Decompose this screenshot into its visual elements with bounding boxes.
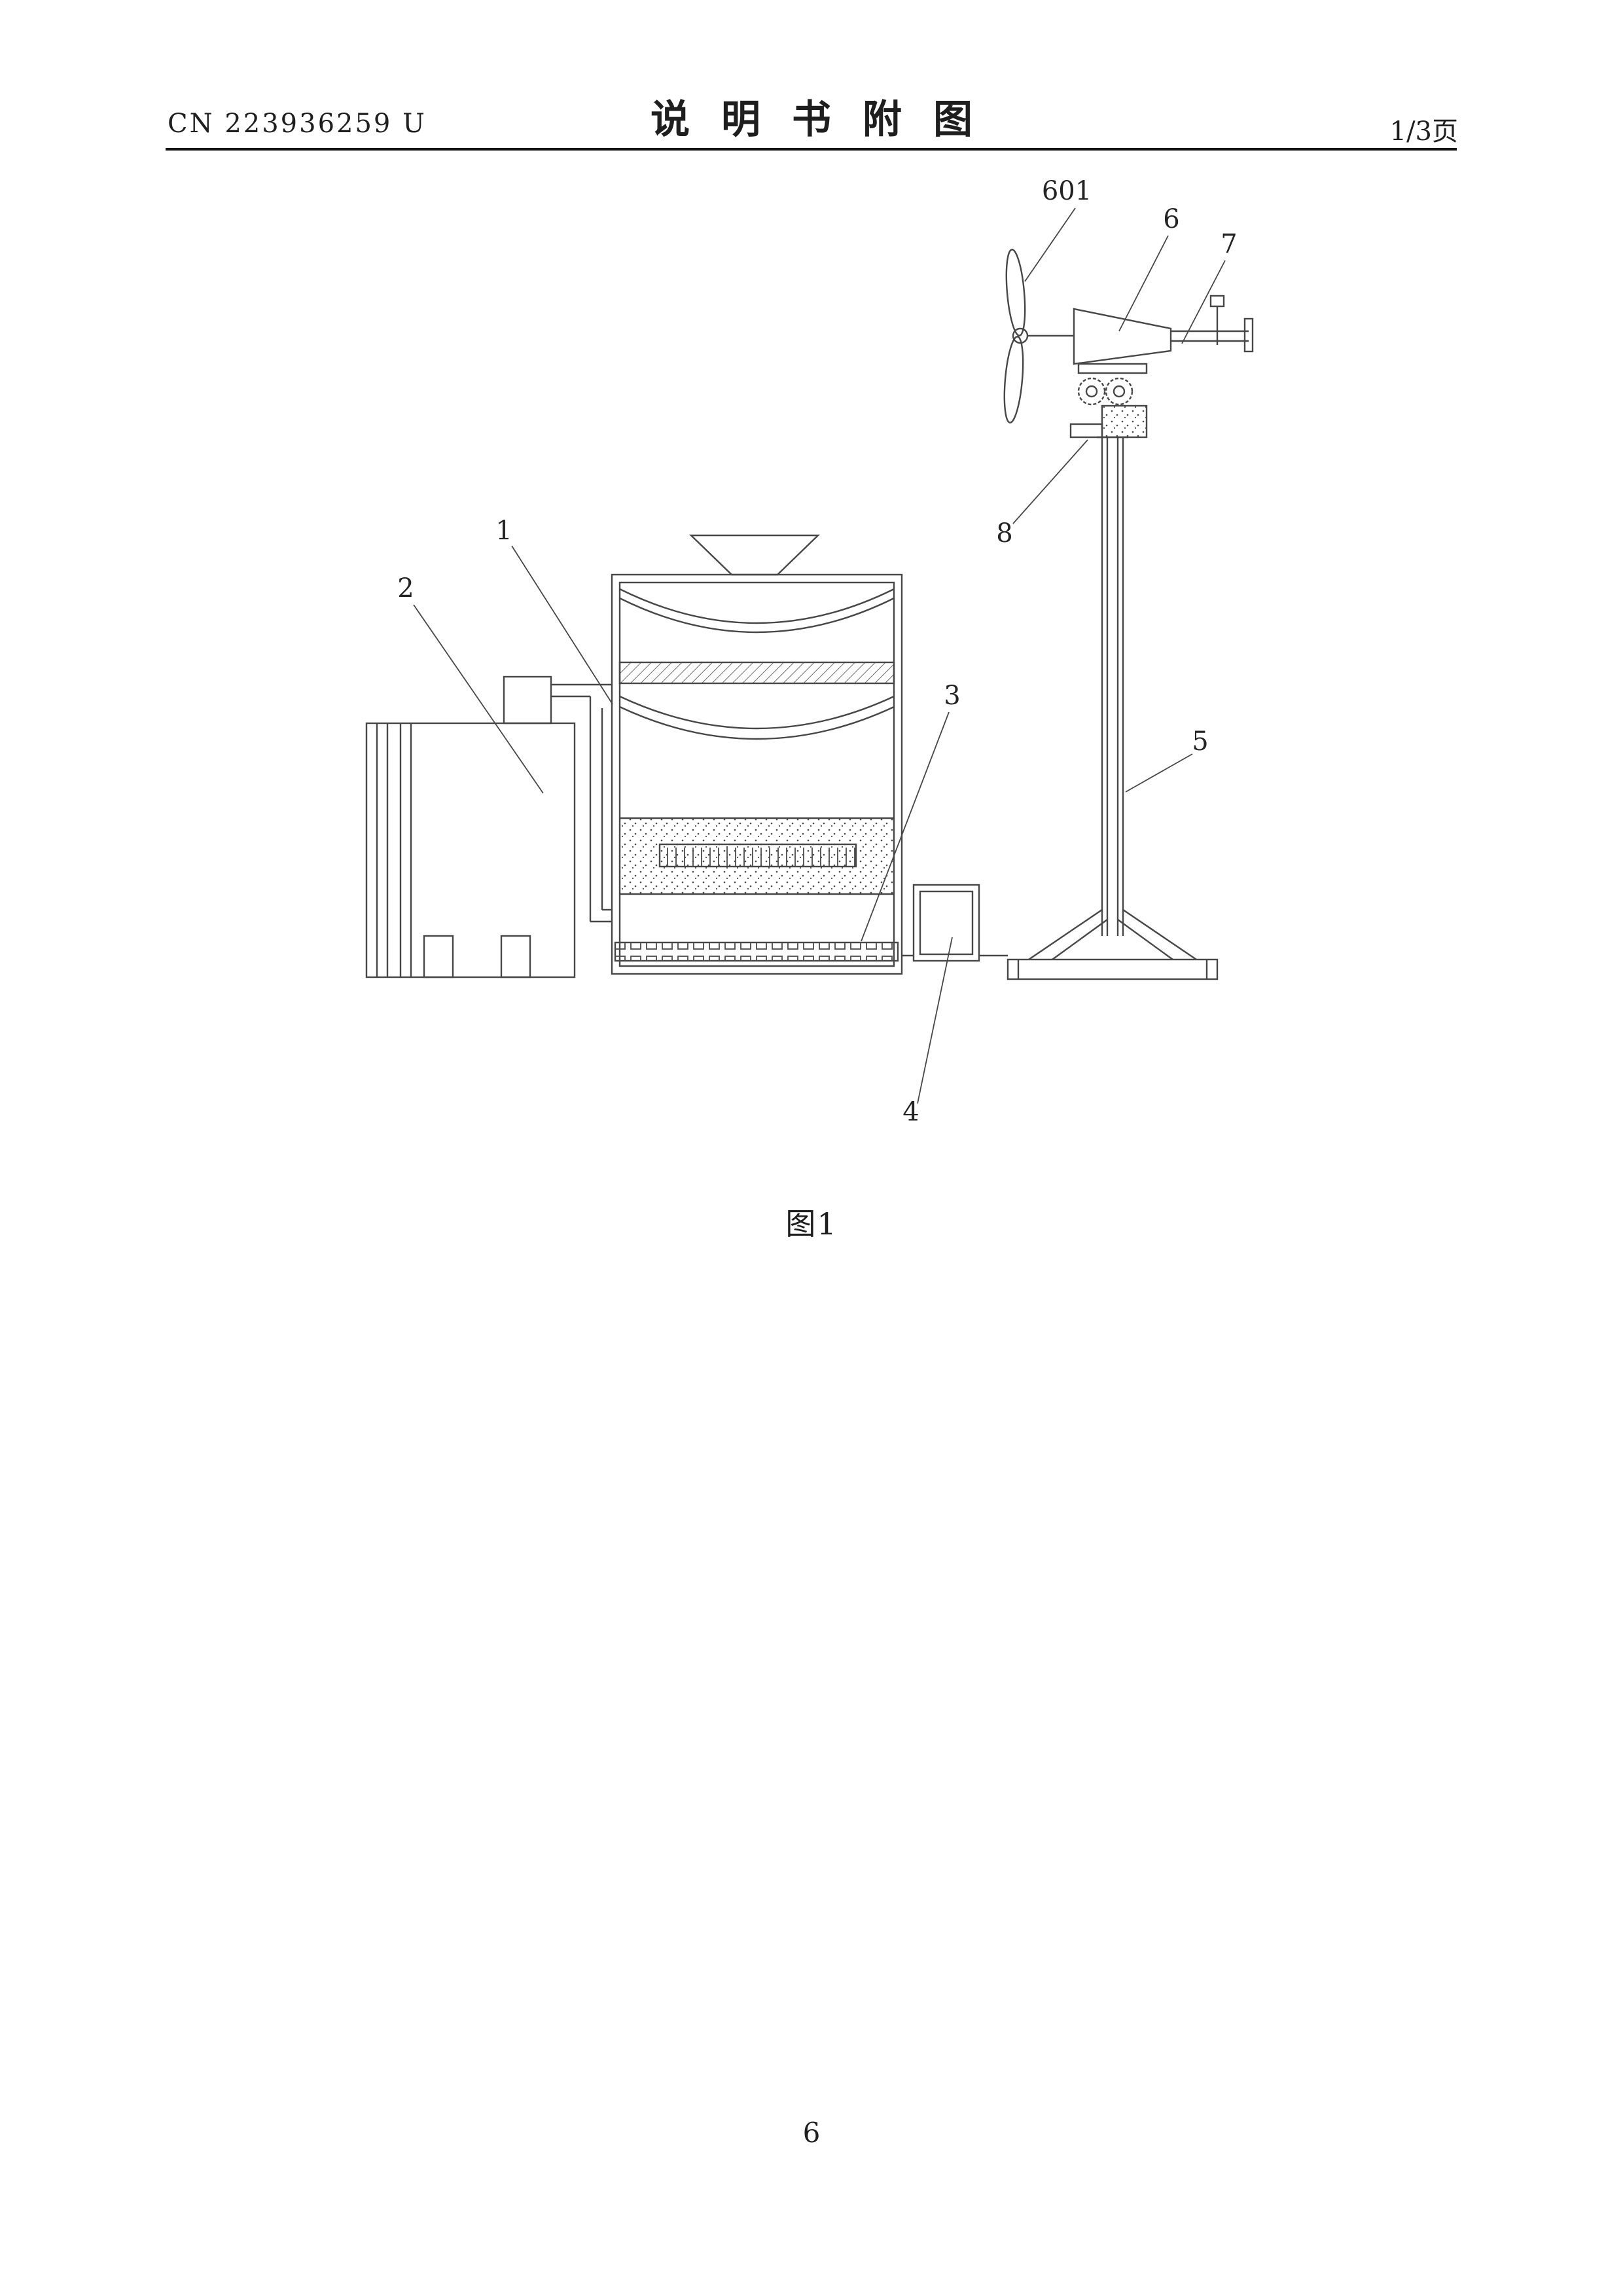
connecting-pipes [551,683,612,923]
screen-layer [618,661,895,685]
label-4: 4 [902,1097,919,1127]
wind-turbine [1003,249,1254,423]
label-6: 6 [1163,204,1179,234]
label-8: 8 [996,518,1012,548]
document-number: CN 223936259 U [168,109,427,139]
document-title: 说明书附图 [651,97,1004,143]
gear-right [1105,377,1133,406]
header-rule [166,148,1457,151]
label-7: 7 [1221,229,1237,259]
page-indicator: 1/3页 [1389,117,1458,147]
heater-grate [658,843,857,868]
reference-numerals: 601 6 7 8 5 1 2 3 4 [397,176,1237,1127]
label-5: 5 [1192,726,1208,757]
treatment-chamber [611,534,903,975]
support-stand [1007,436,1219,980]
tail-vane [1243,317,1254,353]
label-3: 3 [944,681,960,711]
gear-left [1077,377,1106,406]
label-601: 601 [1042,176,1092,206]
base-plate [1007,958,1219,980]
page-number-footer: 6 [802,2117,821,2149]
yaw-mechanism [1069,363,1148,439]
leader-lines [413,207,1226,1104]
label-2: 2 [397,573,414,603]
discharge-conveyor [614,941,899,962]
label-1: 1 [495,516,512,546]
figure-caption: 图1 [785,1206,838,1242]
water-tank [365,675,576,978]
nacelle [1073,308,1172,365]
propeller-blade-lower [1003,336,1024,423]
feed-hopper [689,534,820,576]
collector-box [902,884,1008,962]
propeller-blade-upper [1005,249,1026,336]
